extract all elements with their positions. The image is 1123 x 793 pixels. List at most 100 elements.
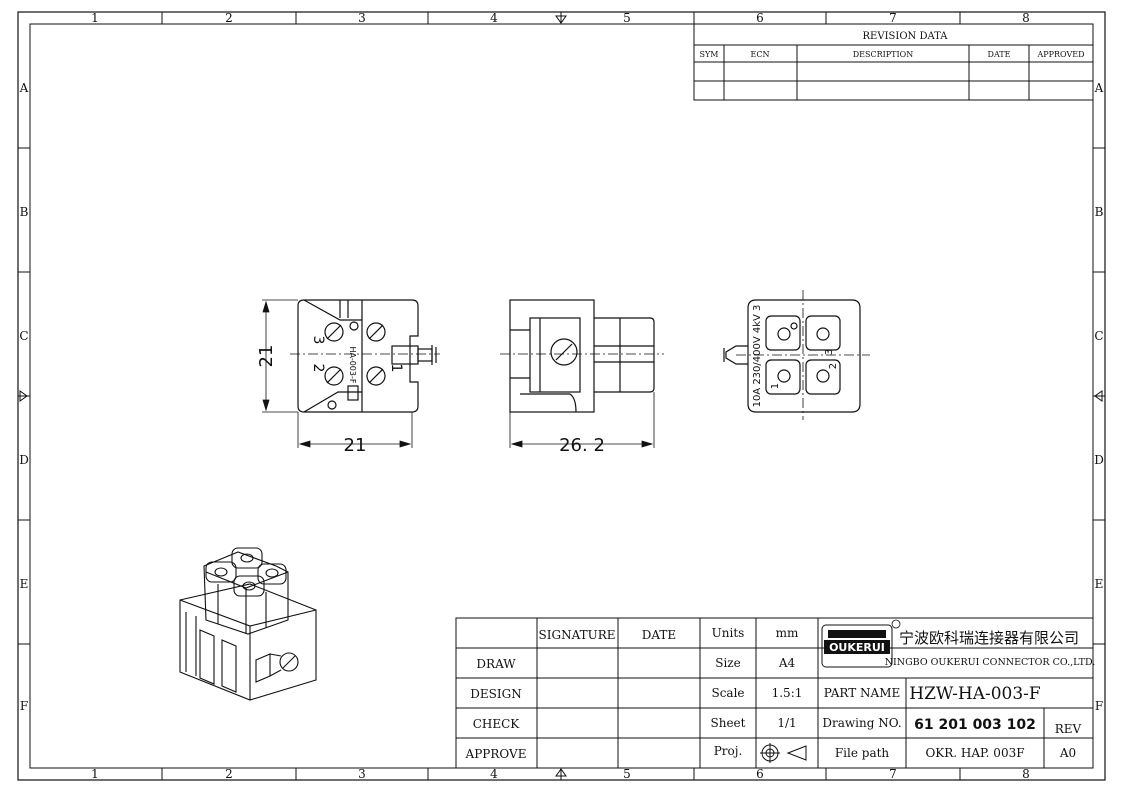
col-label: 4 <box>490 767 498 781</box>
rev-header-ecn: ECN <box>751 50 770 59</box>
signature-header: SIGNATURE <box>539 628 616 642</box>
row-design: DESIGN <box>470 687 521 701</box>
row-label: B <box>1095 205 1104 219</box>
dimension-length: 26. 2 <box>559 435 605 456</box>
centering-arrow-bottom <box>555 768 567 780</box>
part-name-label: PART NAME <box>824 686 901 700</box>
front-pin-3-label: 3 <box>310 336 326 345</box>
svg-text:OUKERUI: OUKERUI <box>829 641 885 654</box>
rev-value: A0 <box>1059 746 1076 760</box>
column-labels-bottom: 1 2 3 4 5 6 7 8 <box>91 767 1030 781</box>
row-labels-right: A B C D E F <box>1094 81 1104 713</box>
col-label: 3 <box>358 11 366 25</box>
row-label: B <box>20 205 29 219</box>
iso-screw <box>279 652 299 672</box>
contact-2-front <box>324 366 344 386</box>
front-part-marking: HA-003-F <box>348 347 357 384</box>
dimension-height: 21 <box>256 345 277 368</box>
units-value: mm <box>776 626 799 640</box>
row-label: F <box>1095 699 1103 713</box>
proj-label: Proj. <box>714 744 743 758</box>
rear-pin-1-label: 1 <box>770 383 781 389</box>
company-logo: OUKERUI <box>821 619 901 668</box>
row-draw: DRAW <box>476 657 516 671</box>
col-label: 8 <box>1022 11 1030 25</box>
front-dimension-lines <box>262 299 413 448</box>
col-label: 5 <box>623 11 631 25</box>
file-path-value: OKR. HAP. 003F <box>925 746 1024 760</box>
col-label: 6 <box>756 767 764 781</box>
row-labels-left: A B C D E F <box>19 81 29 713</box>
front-pin-2-label: 2 <box>310 364 326 373</box>
scale-value: 1.5:1 <box>772 686 803 700</box>
col-label: 2 <box>225 767 233 781</box>
title-block-specs: Units mm Size A4 Scale 1.5:1 Sheet 1/1 P… <box>711 626 803 758</box>
contact-pe-front <box>366 322 386 342</box>
col-label: 4 <box>490 11 498 25</box>
rev-label: REV <box>1055 722 1082 736</box>
column-labels-top: 1 2 3 4 5 6 7 8 <box>91 11 1030 25</box>
company-name-en: NINGBO OUKERUI CONNECTOR CO.,LTD. <box>885 657 1096 668</box>
rear-contact-pe <box>777 327 791 341</box>
col-label: 7 <box>889 767 897 781</box>
col-label: 7 <box>889 11 897 25</box>
rear-contact-1 <box>777 369 791 383</box>
rear-centerlines <box>736 290 870 420</box>
rear-contact-3 <box>816 327 830 341</box>
row-label: E <box>20 577 29 591</box>
units-label: Units <box>712 626 745 640</box>
col-label: 5 <box>623 767 631 781</box>
col-label: 3 <box>358 767 366 781</box>
rear-view <box>723 299 861 413</box>
row-label: F <box>20 699 28 713</box>
row-label: D <box>1094 453 1104 467</box>
centering-arrow-right <box>1093 390 1105 402</box>
row-label: A <box>19 81 29 95</box>
rear-pin-2-label: 2 <box>828 363 839 369</box>
locking-screw-front <box>391 345 419 365</box>
side-dimension-lines <box>509 392 655 448</box>
rev-header-sym: SYM <box>700 50 719 59</box>
contact-3-front <box>324 322 344 342</box>
col-label: 6 <box>756 11 764 25</box>
rev-header-date: DATE <box>988 50 1011 59</box>
size-value: A4 <box>778 656 796 670</box>
row-label: E <box>1095 577 1104 591</box>
revision-title: REVISION DATA <box>863 31 949 42</box>
col-label: 2 <box>225 11 233 25</box>
centering-arrow-top <box>555 13 567 24</box>
title-block <box>455 617 1094 769</box>
revision-table <box>693 23 1094 101</box>
scale-label: Scale <box>711 686 744 700</box>
drawing-no-label: Drawing NO. <box>822 716 901 730</box>
row-label: C <box>19 329 28 343</box>
drawing-no-value: 61 201 003 102 <box>914 717 1036 733</box>
file-path-label: File path <box>835 746 890 760</box>
title-block-left: SIGNATURE DATE DRAW DESIGN CHECK APPROVE <box>465 628 677 761</box>
isometric-view <box>179 547 317 701</box>
dimension-width: 21 <box>344 435 367 456</box>
sheet-value: 1/1 <box>777 716 796 730</box>
date-header: DATE <box>642 628 676 642</box>
front-pin-1-label: 1 <box>388 364 404 373</box>
company-name-cn: 宁波欧科瑞连接器有限公司 <box>899 629 1079 647</box>
sheet-label: Sheet <box>711 716 746 730</box>
rev-header-approved: APPROVED <box>1036 50 1084 59</box>
rear-contact-2 <box>816 369 830 383</box>
col-label: 8 <box>1022 767 1030 781</box>
col-label: 1 <box>91 11 99 25</box>
col-label: 1 <box>91 767 99 781</box>
contact-1-front <box>366 366 386 386</box>
side-screw-head <box>550 338 578 366</box>
projection-symbol-icon <box>760 743 807 763</box>
rear-rating-marking: 10A 230/400V 4kV 3 <box>752 305 763 408</box>
row-label: A <box>1094 81 1104 95</box>
rear-pin-3-label: 3 <box>824 349 835 355</box>
row-approve: APPROVE <box>465 747 527 761</box>
centering-arrow-left <box>18 390 30 402</box>
side-view <box>509 299 655 413</box>
rev-header-description: DESCRIPTION <box>853 50 913 59</box>
front-view <box>297 299 437 413</box>
row-label: C <box>1094 329 1103 343</box>
